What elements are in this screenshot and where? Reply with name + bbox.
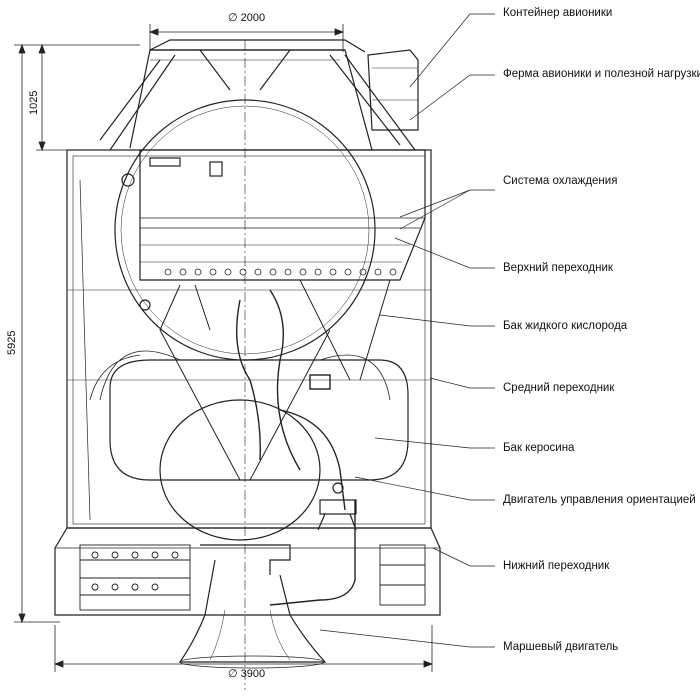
callout-upper-adapter: Верхний переходник	[503, 262, 613, 274]
pipes	[236, 289, 356, 606]
adapter-holes	[164, 268, 397, 276]
total-height-label: 5925	[6, 330, 18, 355]
avionics-truss	[99, 39, 419, 151]
callout-kerosene-tank: Бак керосина	[503, 442, 575, 454]
outer-shell	[54, 149, 441, 616]
leader-lines	[319, 13, 495, 648]
upper-adapter	[139, 149, 426, 281]
callout-middle-adapter: Средний переходник	[503, 382, 615, 394]
dimension-lines	[14, 24, 434, 690]
callout-cooling-system: Система охлаждения	[503, 175, 618, 187]
callout-main-engine: Маршевый двигатель	[503, 641, 619, 653]
callout-lox-tank: Бак жидкого кислорода	[503, 320, 628, 332]
attitude-thruster-assembly	[317, 482, 357, 531]
lower-adapter-equipment	[79, 544, 426, 611]
callout-lower-adapter: Нижний переходник	[503, 560, 610, 572]
struts	[79, 179, 391, 521]
callout-avionics-container: Контейнер авионики	[503, 7, 613, 19]
main-engine-nozzle	[178, 544, 327, 669]
kerosene-tank	[99, 350, 409, 541]
top-diameter-label: ∅ 2000	[228, 12, 266, 24]
avionics-height-label: 1025	[28, 90, 40, 115]
bottom-diameter-label: ∅ 3900	[228, 668, 266, 680]
callout-avionics-truss: Ферма авионики и полезной нагрузки	[503, 68, 700, 80]
callout-attitude-engine: Двигатель управления ориентацией	[503, 494, 696, 506]
